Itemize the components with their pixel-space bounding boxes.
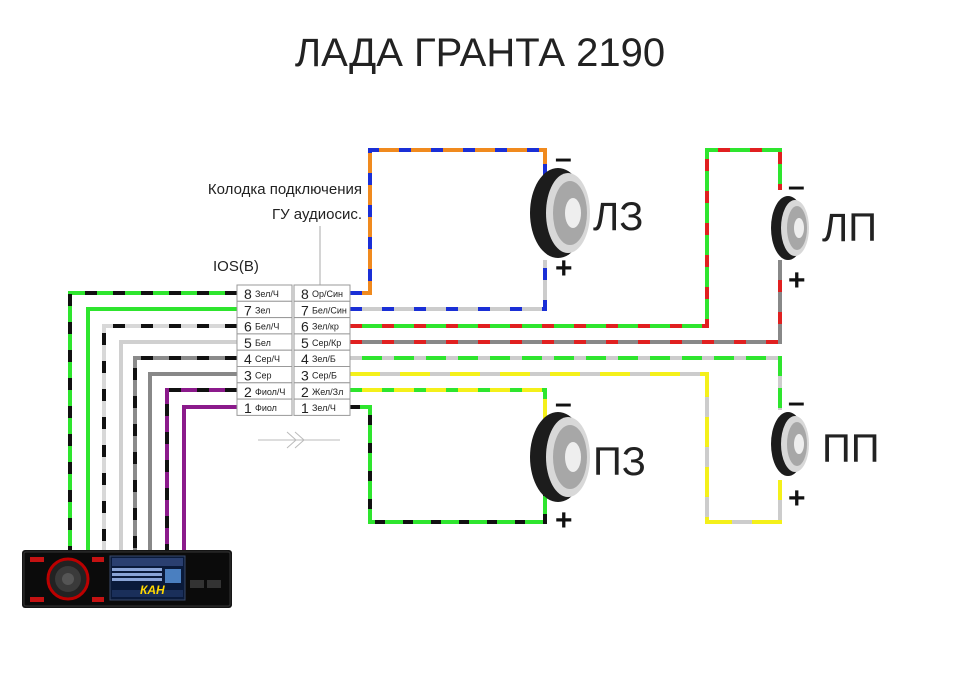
left-pin-number: 8: [244, 286, 252, 302]
front-left-label: ЛЗ: [593, 195, 643, 239]
right-pin-label: Зел/Ч: [312, 403, 336, 413]
left-pin-number: 4: [244, 351, 252, 367]
left-pin-label: Бел: [255, 338, 271, 348]
right-pin-label: Бел/Син: [312, 305, 347, 315]
connector-caption-line2: ГУ аудиосис.: [272, 206, 362, 223]
left-pin-label: Фиол: [255, 403, 277, 413]
front-right-plus: +: [555, 504, 573, 537]
left-pin-label: Сер: [255, 371, 272, 381]
wire-left-3: [148, 372, 237, 555]
front-right-label: ПЗ: [593, 440, 646, 484]
right-pin-label: Сер/Кр: [312, 338, 341, 348]
wire-right-8: [350, 148, 547, 295]
front-left-plus: +: [555, 252, 573, 285]
right-pin-label: Жел/Зл: [312, 387, 343, 397]
right-pin-number: 2: [301, 384, 309, 400]
wire-left-8: [68, 291, 237, 555]
left-pin-number: 7: [244, 302, 252, 318]
right-pin-number: 7: [301, 302, 309, 318]
wire-left-5: [119, 340, 237, 555]
right-pin-number: 6: [301, 319, 309, 335]
left-pin-number: 2: [244, 384, 252, 400]
wire-left-2: [165, 388, 237, 555]
rear-left-plus: +: [788, 264, 806, 297]
left-pin-number: 6: [244, 319, 252, 335]
front-right-minus: –: [555, 387, 572, 420]
right-pin-label: Ор/Син: [312, 289, 343, 299]
left-pin-label: Сер/Ч: [255, 354, 280, 364]
speaker-front-left: [530, 168, 590, 258]
rear-right-label: ПП: [822, 427, 880, 471]
left-pin-label: Зел: [255, 305, 270, 315]
wire-left-7: [86, 307, 237, 555]
head-unit-screen-text: КАН: [140, 583, 165, 597]
speaker-rear-right: [771, 412, 809, 476]
connector-caption-line1: Колодка подключения: [208, 181, 362, 198]
left-pin-label: Бел/Ч: [255, 322, 279, 332]
connector-arrow-icon: [258, 431, 340, 449]
wire-left-1: [182, 405, 237, 555]
ios-label: IOS(B): [213, 258, 259, 275]
front-left-minus: –: [555, 142, 572, 175]
left-pin-label: Фиол/Ч: [255, 387, 285, 397]
rear-left-minus: –: [788, 170, 805, 203]
wire-right-7: [350, 260, 547, 311]
right-pin-number: 1: [301, 400, 309, 416]
speaker-front-right: [530, 412, 590, 502]
head-unit: КАН: [22, 550, 232, 608]
wires: [68, 148, 782, 555]
wire-left-6: [102, 324, 237, 555]
wire-right-1: [350, 405, 547, 524]
right-pin-number: 4: [301, 351, 309, 367]
right-pin-number: 3: [301, 368, 309, 384]
diagram-title: ЛАДА ГРАНТА 2190: [295, 31, 665, 75]
wire-right-2: [350, 388, 547, 420]
left-pin-number: 5: [244, 335, 252, 351]
right-pin-label: Зел/кр: [312, 322, 339, 332]
rear-left-label: ЛП: [822, 206, 877, 250]
left-pin-number: 3: [244, 368, 252, 384]
wire-right-4: [350, 356, 782, 410]
left-pin-number: 1: [244, 400, 252, 416]
right-pin-number: 8: [301, 286, 309, 302]
left-pin-label: Зел/Ч: [255, 289, 279, 299]
right-pin-number: 5: [301, 335, 309, 351]
speaker-rear-left: [771, 196, 809, 260]
rear-right-plus: +: [788, 482, 806, 515]
right-pin-label: Зел/Б: [312, 354, 336, 364]
rear-right-minus: –: [788, 386, 805, 419]
right-pin-label: Сер/Б: [312, 371, 337, 381]
